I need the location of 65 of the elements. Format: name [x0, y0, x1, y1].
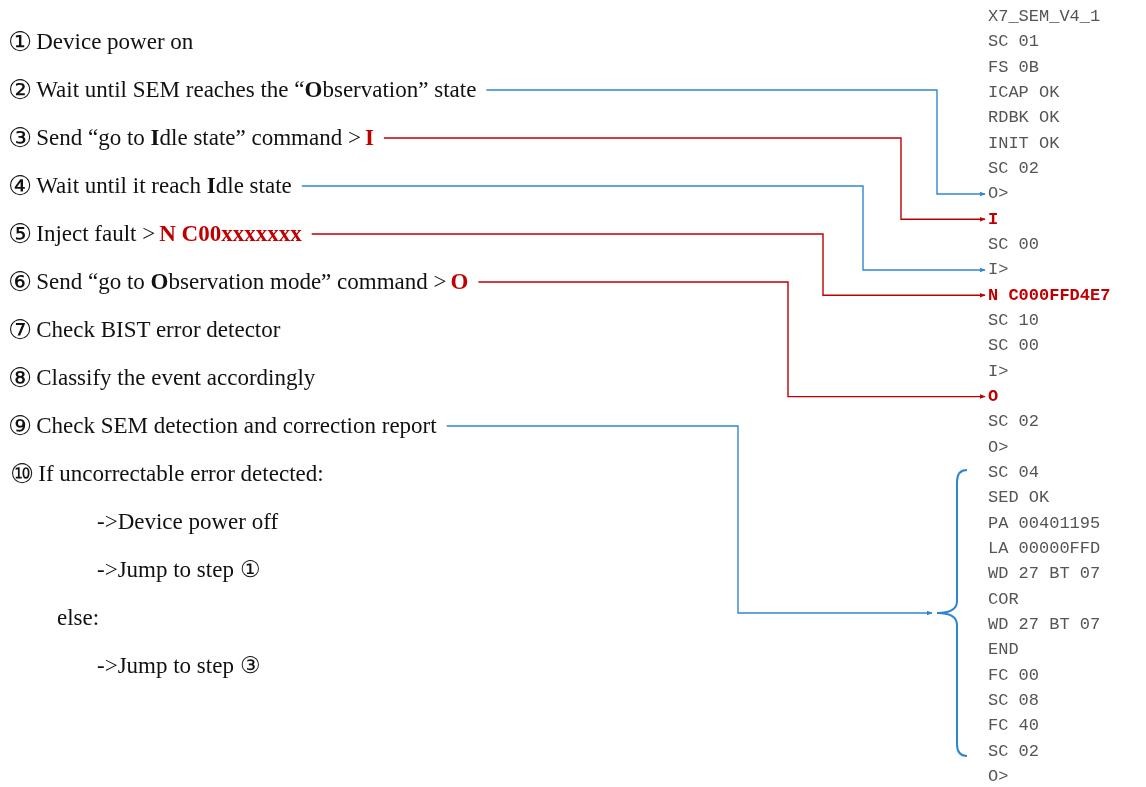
log-line: SC 08	[988, 689, 1039, 712]
step-text: Wait until SEM reaches the “Observation” state	[36, 76, 477, 104]
log-line: END	[988, 639, 1019, 662]
arrow	[445, 425, 933, 616]
step-number: ⑧	[8, 363, 33, 393]
step-text: Device power on	[36, 28, 194, 56]
arrow	[485, 89, 986, 197]
log-line: SED OK	[988, 487, 1050, 510]
log-line: I	[988, 206, 999, 232]
log-line: I>	[988, 360, 1009, 383]
log-line: INIT OK	[988, 132, 1060, 155]
step-text: ->Jump to step ①	[97, 556, 261, 584]
arrow	[301, 185, 986, 273]
step-number: ⑨	[8, 411, 33, 441]
step-text: else:	[57, 604, 100, 632]
step-text: Send “go to Observation mode” command >	[36, 268, 447, 296]
step-text: ->Jump to step ③	[97, 652, 261, 680]
arrow	[311, 233, 986, 298]
step-text: Check SEM detection and correction report	[36, 412, 437, 440]
step-number: ⑤	[8, 219, 33, 249]
step-text: Check BIST error detector	[36, 316, 281, 344]
arrow	[477, 281, 986, 399]
step-number: ⑩	[10, 459, 35, 489]
log-line: LA 00000FFD	[988, 537, 1101, 560]
command-text: I	[364, 125, 374, 151]
log-line: RDBK OK	[988, 107, 1060, 130]
step-number: ②	[8, 75, 33, 105]
log-line: SC 01	[988, 31, 1039, 54]
log-line: FC 40	[988, 715, 1039, 738]
curly-brace	[935, 466, 969, 760]
log-line: X7_SEM_V4_1	[988, 6, 1101, 28]
log-line: FC 00	[988, 664, 1039, 687]
log-line: SC 04	[988, 461, 1039, 484]
log-line: SC 02	[988, 411, 1039, 434]
log-line: SC 02	[988, 157, 1039, 180]
command-text: N C00xxxxxxx	[159, 221, 302, 247]
log-line: WD 27 BT 07	[988, 563, 1101, 586]
log-line: SC 10	[988, 309, 1039, 332]
arrow	[383, 137, 986, 222]
log-line: WD 27 BT 07	[988, 613, 1101, 636]
step-number: ⑦	[8, 315, 33, 345]
step-text: Classify the event accordingly	[36, 364, 316, 392]
log-line: O>	[988, 765, 1009, 787]
step-text: Send “go to Idle state” command >	[36, 124, 361, 152]
log-line: I>	[988, 257, 1009, 283]
log-line: FS 0B	[988, 56, 1039, 79]
log-line: SC 02	[988, 740, 1039, 763]
log-line: SC 00	[988, 335, 1039, 358]
command-text: O	[450, 269, 469, 295]
step-number: ③	[8, 123, 33, 153]
log-line: SC 00	[988, 233, 1039, 256]
log-line: PA 00401195	[988, 512, 1101, 535]
step-number: ④	[8, 171, 33, 201]
log-line: ICAP OK	[988, 82, 1060, 104]
log-line: O>	[988, 181, 1009, 207]
step-text: ->Device power off	[97, 508, 279, 536]
log-line: N C000FFD4E7	[988, 282, 1111, 308]
step-text: If uncorrectable error detected:	[38, 460, 324, 488]
log-line: O	[988, 383, 999, 410]
step-number: ①	[8, 27, 33, 57]
log-line: COR	[988, 588, 1019, 611]
step-number: ⑥	[8, 267, 33, 297]
step-text: Wait until it reach Idle state	[36, 172, 292, 200]
log-line: O>	[988, 436, 1009, 459]
step-text: Inject fault >	[36, 220, 156, 248]
